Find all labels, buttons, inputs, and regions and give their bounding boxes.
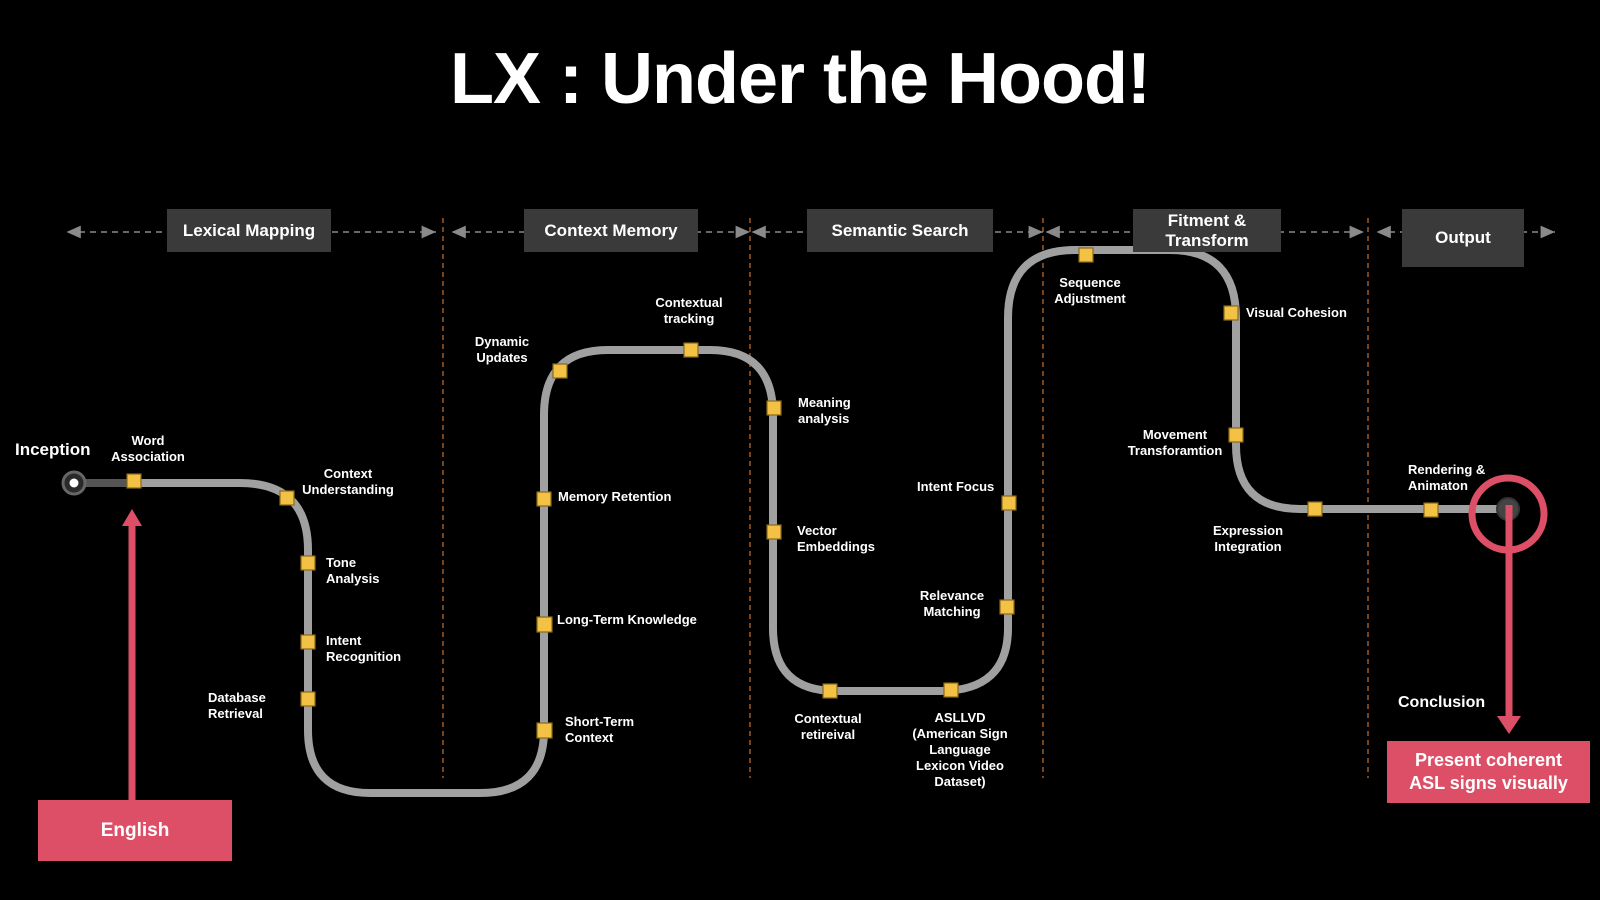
label-contextual-tracking: Contextual tracking — [655, 295, 723, 326]
label-vector-embeddings: Vector Embeddings — [797, 523, 876, 554]
node-vector-embeddings — [766, 524, 782, 540]
label-movement-transformation: Movement Transforamtion — [1127, 427, 1223, 458]
label-dynamic-updates: Dynamic Updates — [474, 334, 530, 365]
inception-label: Inception — [15, 440, 91, 459]
label-intent-recognition: Intent Recognition — [326, 633, 402, 664]
node-movement-transformation — [1228, 427, 1244, 443]
pipeline-track — [70, 246, 1512, 797]
stage-output: Output — [1402, 209, 1524, 267]
node-relevance-matching — [999, 599, 1015, 615]
label-expression-integration: Expression Integration — [1212, 523, 1284, 554]
label-sequence-adjustment: Sequence Adjustment — [1054, 275, 1126, 306]
node-short-term-context — [536, 722, 553, 739]
node-intent-focus — [1001, 495, 1017, 511]
node-long-term-knowledge — [536, 616, 553, 633]
label-meaning-analysis: Meaning analysis — [798, 395, 851, 426]
label-long-term-knowledge: Long-Term Knowledge — [557, 612, 697, 627]
node-intent-recognition — [300, 634, 316, 650]
output-asl-box: Present coherent ASL signs visually — [1387, 741, 1590, 803]
label-relevance-matching: Relevance Matching — [919, 588, 985, 619]
label-asllvd: ASLLVD (American Sign Language Lexicon V… — [912, 710, 1008, 789]
label-rendering-animation: Rendering & Animaton — [1408, 462, 1486, 493]
node-contextual-retrieval — [822, 683, 838, 699]
label-visual-cohesion: Visual Cohesion — [1246, 305, 1347, 320]
node-rendering-animation — [1423, 502, 1439, 518]
node-contextual-tracking — [683, 342, 699, 358]
node-context-understanding — [279, 490, 295, 506]
node-expression-integration — [1307, 501, 1323, 517]
stage-fitment-transform: Fitment & Transform — [1133, 209, 1281, 252]
conclusion-label: Conclusion — [1398, 694, 1486, 711]
label-short-term-context: Short-Term Context — [565, 714, 635, 745]
node-word-association — [126, 473, 142, 489]
node-asllvd — [943, 682, 959, 698]
label-word-association: Word Association — [111, 433, 185, 464]
node-visual-cohesion — [1223, 305, 1239, 321]
node-sequence-adjustment — [1078, 247, 1094, 263]
node-meaning-analysis — [766, 400, 782, 416]
node-tone-analysis — [300, 555, 316, 571]
node-dynamic-updates — [552, 363, 568, 379]
node-memory-retention — [536, 491, 552, 507]
stage-lexical-mapping: Lexical Mapping — [167, 209, 331, 252]
label-contextual-retrieval: Contextual retireival — [794, 711, 862, 742]
label-memory-retention: Memory Retention — [558, 489, 672, 504]
input-english-box: English — [38, 800, 232, 861]
page-title: LX : Under the Hood! — [450, 39, 1151, 119]
stage-semantic-search: Semantic Search — [807, 209, 993, 252]
label-context-understanding: Context Understanding — [302, 466, 394, 497]
label-intent-focus: Intent Focus — [917, 479, 995, 494]
label-database-retrieval: Database Retrieval — [208, 690, 266, 721]
stage-context-memory: Context Memory — [524, 209, 698, 252]
label-tone-analysis: Tone Analysis — [326, 555, 380, 586]
node-database-retrieval — [300, 691, 316, 707]
